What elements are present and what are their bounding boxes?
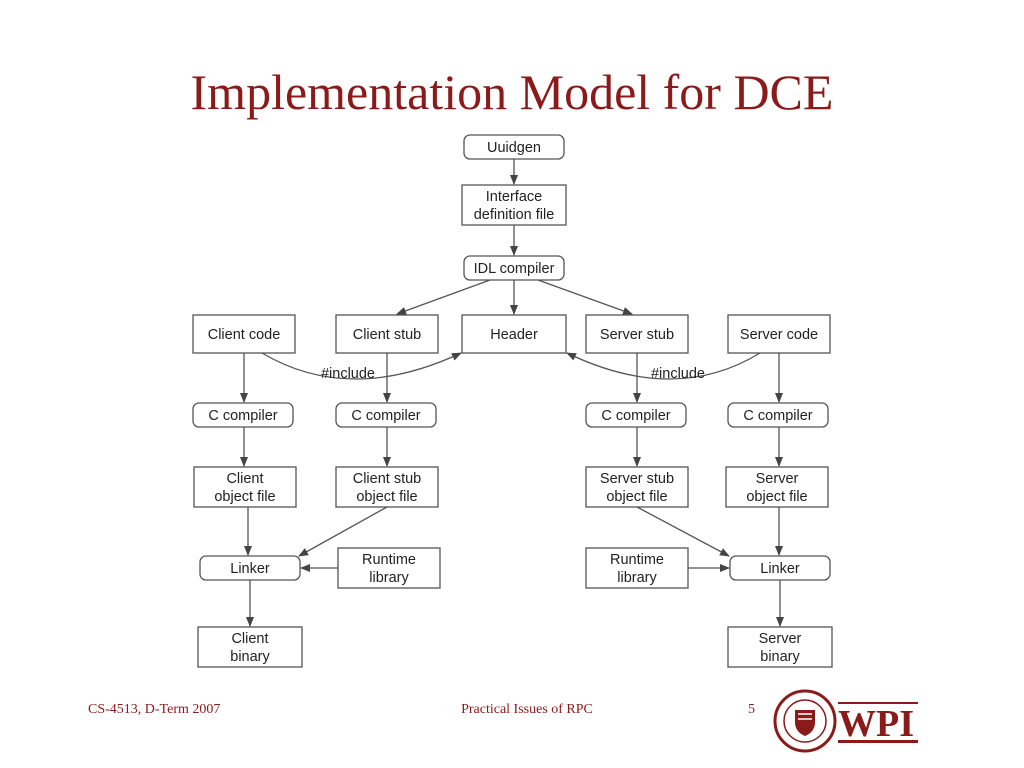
node-label: Runtime (610, 552, 664, 568)
node-box (725, 466, 829, 508)
wpi-logo: WPI (773, 689, 918, 753)
node-box (461, 184, 567, 226)
edge-compiler-to-client-stub (396, 279, 491, 315)
footer-course: CS-4513, D-Term 2007 (88, 702, 221, 717)
node-label: object file (214, 489, 275, 505)
node-server-runtime: Runtime library (585, 547, 689, 589)
node-server-stub-obj: Server stub object file (585, 466, 689, 508)
node-box (335, 402, 437, 428)
node-label: Runtime (362, 552, 416, 568)
node-label: Server code (740, 327, 818, 343)
node-label: object file (606, 489, 667, 505)
node-label: Server stub (600, 471, 674, 487)
node-label: IDL compiler (474, 261, 555, 277)
node-label: Server (759, 631, 802, 647)
node-idl-compiler: IDL compiler (463, 255, 565, 281)
node-box (197, 626, 303, 668)
include-label-right: #include (651, 366, 705, 382)
node-box (463, 134, 565, 160)
node-box (585, 466, 689, 508)
node-label: binary (230, 649, 270, 665)
node-box (585, 402, 687, 428)
node-label: library (617, 570, 657, 586)
node-label: definition file (474, 207, 555, 223)
node-box (199, 555, 301, 581)
node-box (335, 466, 439, 508)
node-client-obj: Client object file (193, 466, 297, 508)
node-client-binary: Client binary (197, 626, 303, 668)
edge-server-stub-obj-to-linker (636, 506, 730, 557)
node-label: object file (746, 489, 807, 505)
node-client-linker: Linker (199, 555, 301, 581)
node-server-binary: Server binary (727, 626, 833, 668)
node-box (192, 314, 296, 354)
node-server-linker: Linker (729, 555, 831, 581)
node-label: object file (356, 489, 417, 505)
node-c-compiler-1: C compiler (192, 402, 294, 428)
node-server-obj: Server object file (725, 466, 829, 508)
node-box (193, 466, 297, 508)
node-box (729, 555, 831, 581)
node-uuidgen: Uuidgen (463, 134, 565, 160)
node-label: Client stub (353, 471, 422, 487)
node-label: Linker (230, 561, 270, 577)
include-label-left: #include (321, 366, 375, 382)
node-label: Uuidgen (487, 140, 541, 156)
node-label: binary (760, 649, 800, 665)
node-box (463, 255, 565, 281)
edge-include-left-to-header (261, 352, 462, 380)
node-label: Client (226, 471, 263, 487)
node-c-compiler-2: C compiler (335, 402, 437, 428)
node-label: C compiler (743, 408, 812, 424)
edge-compiler-to-server-stub (537, 279, 633, 315)
node-label: Server (756, 471, 799, 487)
node-box (585, 314, 689, 354)
node-box (727, 402, 829, 428)
node-label: Client stub (353, 327, 422, 343)
node-label: Header (490, 327, 538, 343)
edge-client-stub-obj-to-linker (298, 506, 388, 557)
node-box (727, 314, 831, 354)
footer-page-number: 5 (748, 702, 755, 717)
node-label: Client code (208, 327, 281, 343)
node-client-code: Client code (192, 314, 296, 354)
edges-layer (240, 159, 784, 627)
node-label: C compiler (208, 408, 277, 424)
node-client-stub: Client stub (335, 314, 439, 354)
node-c-compiler-3: C compiler (585, 402, 687, 428)
node-label: Interface (486, 189, 542, 205)
node-server-code: Server code (727, 314, 831, 354)
node-label: library (369, 570, 409, 586)
node-label: Linker (760, 561, 800, 577)
node-label: Server stub (600, 327, 674, 343)
footer-topic: Practical Issues of RPC (461, 702, 593, 717)
logo-wordmark: WPI (838, 703, 914, 745)
node-client-stub-obj: Client stub object file (335, 466, 439, 508)
edge-include-right-to-header (566, 352, 761, 380)
node-label: C compiler (351, 408, 420, 424)
node-box (461, 314, 567, 354)
node-box (727, 626, 833, 668)
node-box (192, 402, 294, 428)
node-server-stub: Server stub (585, 314, 689, 354)
node-box (585, 547, 689, 589)
node-c-compiler-4: C compiler (727, 402, 829, 428)
node-box (337, 547, 441, 589)
node-header: Header (461, 314, 567, 354)
node-idl-file: Interface definition file (461, 184, 567, 226)
slide-title: Implementation Model for DCE (190, 64, 834, 120)
node-label: C compiler (601, 408, 670, 424)
node-client-runtime: Runtime library (337, 547, 441, 589)
node-label: Client (231, 631, 268, 647)
node-box (335, 314, 439, 354)
